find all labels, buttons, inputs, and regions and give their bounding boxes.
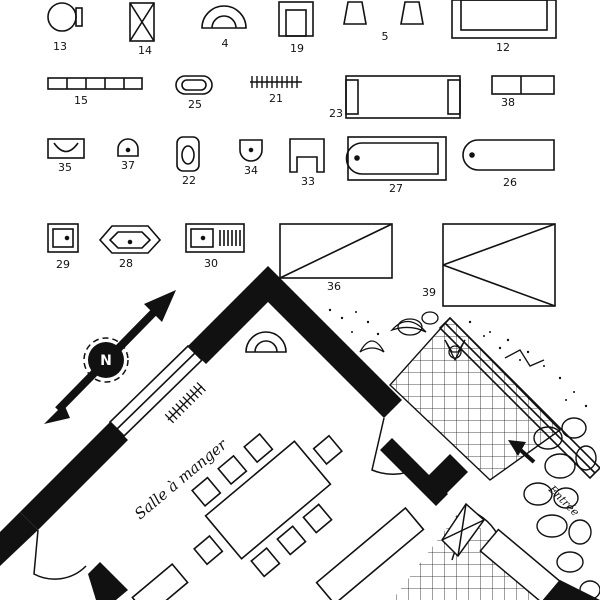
- symbol-12-sofa: [451, 0, 557, 39]
- label-5: 5: [382, 30, 389, 43]
- terrace-tiled: [389, 316, 562, 481]
- windows: [108, 316, 600, 480]
- cabinet-lower-left: [131, 562, 189, 600]
- symbol-23-bed: [345, 75, 461, 119]
- label-26: 26: [503, 176, 517, 189]
- radiator: [164, 382, 206, 424]
- label-14: 14: [138, 44, 152, 57]
- label-4: 4: [222, 37, 229, 50]
- label-12: 12: [496, 41, 510, 54]
- symbol-21-radiator: [250, 76, 302, 88]
- label-30: 30: [204, 257, 218, 270]
- garden-gravel: [328, 308, 588, 408]
- symbol-33-shower-seat: [289, 138, 325, 173]
- symbol-26-tub-rounded: [462, 139, 555, 171]
- symbol-27-bathtub: [345, 136, 447, 181]
- label-35: 35: [58, 161, 72, 174]
- symbol-14-cabinet: [129, 2, 155, 42]
- label-25: 25: [188, 98, 202, 111]
- symbol-36-shower-tray: [279, 223, 393, 279]
- walls: [0, 266, 600, 600]
- label-19: 19: [290, 42, 304, 55]
- symbol-29-sink-square: [47, 223, 79, 253]
- north-letter: N: [100, 353, 112, 369]
- symbol-38-double-shelf: [491, 75, 555, 95]
- label-37: 37: [121, 159, 135, 172]
- symbol-34-bidet: [239, 139, 263, 162]
- label-13: 13: [53, 40, 67, 53]
- label-27: 27: [389, 182, 403, 195]
- symbol-19-armchair: [278, 1, 314, 37]
- symbol-39-shower-large: [442, 223, 556, 307]
- label-36: 36: [327, 280, 341, 293]
- vanity-lower-right: [479, 528, 561, 600]
- fireplace: [245, 331, 287, 353]
- symbol-13-round-table: [47, 2, 83, 32]
- label-29: 29: [56, 258, 70, 271]
- label-15: 15: [74, 94, 88, 107]
- symbol-15-counter-units: [47, 77, 143, 90]
- symbol-4-fireplace: [201, 5, 247, 29]
- symbol-22-wc: [176, 136, 200, 172]
- label-33: 33: [301, 175, 315, 188]
- symbol-37-small-basin: [117, 138, 139, 157]
- label-38: 38: [501, 96, 515, 109]
- label-21: 21: [269, 92, 283, 105]
- label-39: 39: [422, 286, 436, 299]
- symbol-25-bathtub-oval: [175, 75, 213, 95]
- label-23: 23: [329, 107, 343, 120]
- garden-plants: [359, 311, 545, 367]
- symbol-5-chairs: [343, 1, 424, 25]
- entrance-arrow: [508, 440, 536, 464]
- label-28: 28: [119, 257, 133, 270]
- symbol-35-washbasin: [47, 138, 85, 159]
- symbol-28-corner-sink: [98, 225, 162, 254]
- symbol-30-sink-drainer: [185, 223, 245, 253]
- north-arrow: N: [44, 290, 176, 424]
- label-34: 34: [244, 164, 258, 177]
- sideboard: [315, 506, 425, 600]
- dining-set: [191, 432, 343, 578]
- shower-corner: [441, 502, 486, 558]
- label-22: 22: [182, 174, 196, 187]
